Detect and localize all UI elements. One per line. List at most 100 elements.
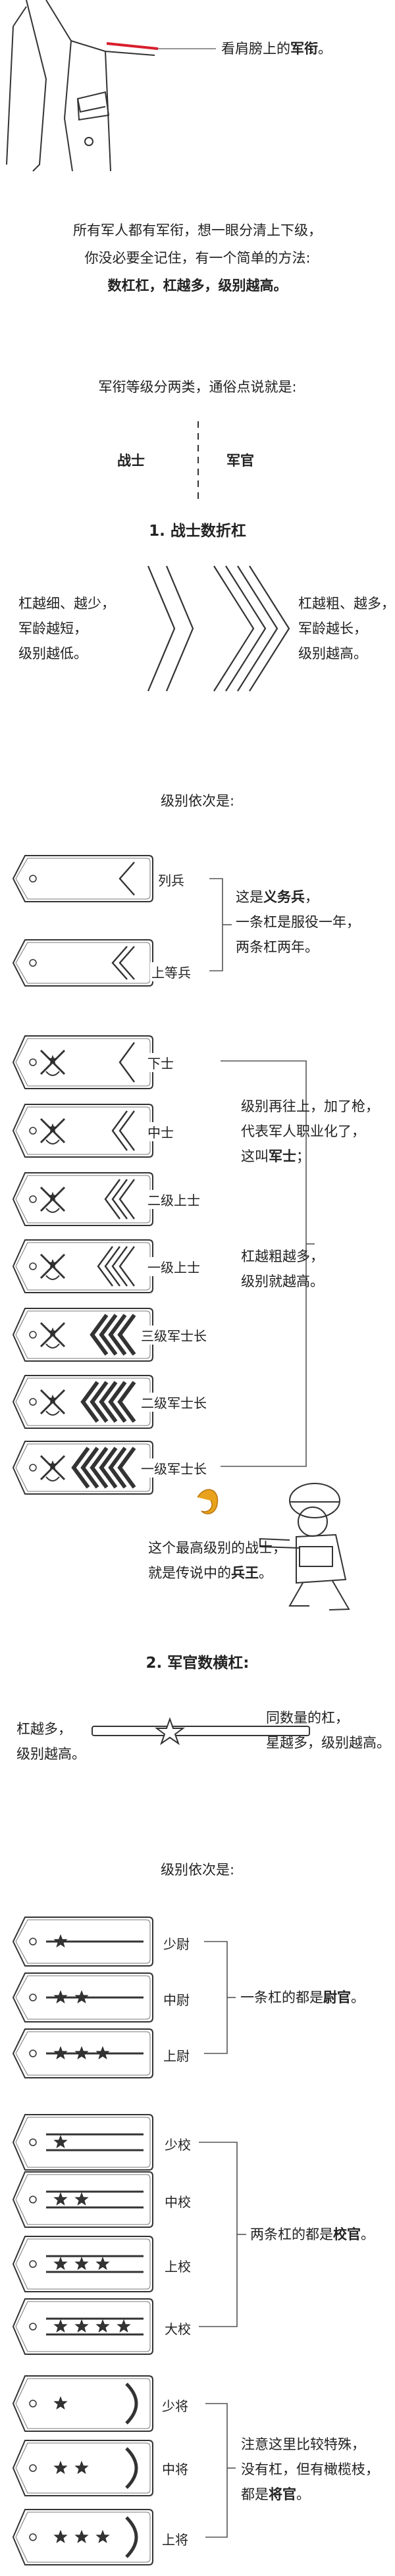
officer-bar-icon — [92, 1717, 310, 1745]
junior-note-suffix: 。 — [351, 1990, 365, 2005]
king-note-2-prefix: 就是传说中的 — [148, 1565, 231, 1581]
field-note: 两条杠的都是校官。 — [250, 2223, 375, 2246]
junior-note-prefix: 一条杠的都是 — [240, 1990, 323, 2005]
rank-label-corporal: 下士 — [146, 1053, 175, 1072]
rank-label-1st-lieutenant: 中尉 — [162, 1990, 191, 2009]
king-note-2-emph: 兵王 — [231, 1565, 259, 1581]
conscript-note-1-suffix: ， — [305, 889, 319, 905]
nco-note2-1: 杠越粗越多， — [241, 1249, 324, 1264]
section1-order-title: 级别依次是: — [160, 793, 235, 809]
conscript-note-2: 一条杠是服役一年， — [236, 914, 360, 930]
section2-left-note-1: 杠越多， — [16, 1721, 72, 1737]
section2-right-note-1: 同数量的杠， — [266, 1710, 349, 1726]
section1-right-note-3: 级别越高。 — [298, 646, 367, 661]
general-note-1: 注意这里比较特殊， — [241, 2436, 365, 2452]
nco-note1-3: 这叫军士； — [241, 1145, 310, 1168]
nco-note1-2: 代表军人职业化了， — [241, 1123, 365, 1139]
epaulette-nco-6 — [12, 1375, 153, 1429]
epaulette-nco-5 — [12, 1308, 153, 1362]
epaulette-senior-colonel — [12, 2298, 153, 2355]
epaulette-lt-general — [12, 2440, 153, 2496]
general-note-3-prefix: 都是 — [241, 2486, 269, 2502]
epaulette-nco-4 — [12, 1239, 153, 1293]
junior-bracket — [204, 1941, 228, 2054]
epaulette-group — [12, 855, 153, 2565]
rank-label-major: 少校 — [163, 2134, 192, 2153]
section1-right-note-1: 杠越粗、越多， — [298, 596, 395, 611]
field-note-emph: 校官 — [333, 2227, 361, 2242]
intro-line1: 所有军人都有军衔，想一眼分清上下级， — [73, 222, 322, 238]
intro-line2: 你没必要全记住，有一个简单的方法: — [84, 250, 311, 266]
field-note-prefix: 两条杠的都是 — [250, 2227, 333, 2242]
junior-note-emph: 尉官 — [323, 1990, 351, 2005]
rank-label-major-general: 少将 — [161, 2396, 190, 2415]
rank-label-colonel: 上校 — [163, 2256, 192, 2275]
epaulette-lt-colonel — [12, 2171, 153, 2228]
epaulette-private — [12, 855, 153, 902]
rank-label-general: 上将 — [161, 2529, 190, 2548]
general-note-2: 没有杠，但有橄榄枝， — [241, 2461, 379, 2477]
nco-note1-3-suffix: ； — [296, 1148, 310, 1164]
conscript-note-1-prefix: 这是 — [236, 889, 263, 905]
epaulette-general — [12, 2509, 153, 2565]
general-note-3: 都是将官。 — [241, 2483, 310, 2506]
epaulette-2nd-lieutenant — [12, 1917, 153, 1967]
nco-note1-3-prefix: 这叫 — [241, 1148, 269, 1164]
rank-label-captain: 上尉 — [162, 2046, 191, 2065]
nco-bracket — [221, 1060, 307, 1467]
king-note-2: 就是传说中的兵王。 — [148, 1562, 273, 1584]
section2-right-note-2: 星越多，级别越高。 — [266, 1735, 390, 1751]
epaulette-nco-3 — [12, 1172, 153, 1226]
section1-left-note-3: 级别越低。 — [18, 646, 88, 661]
rank-label-master-sergeant-1: 一级军士长 — [140, 1458, 208, 1478]
epaulette-nco-1 — [12, 1035, 153, 1089]
nco-note2-2: 级别就越高。 — [241, 1274, 324, 1289]
uniform-sketch — [6, 0, 155, 172]
general-note-3-emph: 将官 — [269, 2486, 296, 2502]
rank-label-2nd-lieutenant: 少尉 — [162, 1934, 191, 1953]
section2-order-title: 级别依次是: — [160, 1862, 235, 1878]
general-note-3-suffix: 。 — [296, 2486, 310, 2502]
epaulette-nco-2 — [12, 1104, 153, 1158]
top-callout: 看肩膀上的军衔。 — [221, 38, 332, 60]
intro-rule: 数杠杠，杠越多，级别越高。 — [107, 278, 288, 294]
general-bracket — [205, 2403, 228, 2538]
soldier-sketch — [259, 1483, 350, 1610]
section2-left-note-2: 级别越高。 — [16, 1746, 86, 1762]
section1-right-note-2: 军龄越长， — [298, 621, 367, 636]
category-officer: 军官 — [226, 453, 254, 469]
top-callout-suffix: 。 — [318, 41, 332, 57]
section1-left-note-1: 杠越细、越少， — [18, 596, 115, 611]
epaulette-nco-7 — [12, 1441, 153, 1495]
epaulette-pfc — [12, 939, 153, 987]
rank-label-private: 列兵 — [157, 870, 186, 889]
top-callout-prefix: 看肩膀上的 — [221, 41, 290, 57]
section1-title: 1. 战士数折杠 — [149, 523, 246, 540]
conscript-note-3: 两条杠两年。 — [236, 939, 319, 955]
chevron-thick-icon — [213, 565, 290, 692]
epaulette-captain — [12, 2028, 153, 2078]
epaulette-major — [12, 2114, 153, 2171]
rank-label-staff-sergeant: 二级上士 — [146, 1190, 201, 1209]
rank-label-master-sergeant-2: 二级军士长 — [140, 1393, 208, 1412]
king-note-2-suffix: 。 — [259, 1565, 273, 1581]
categories-intro: 军衔等级分两类，通俗点说就是: — [98, 379, 297, 395]
rank-label-senior-colonel: 大校 — [163, 2319, 192, 2338]
section1-left-note-2: 军龄越短， — [18, 621, 88, 636]
conscript-note-1-emph: 义务兵 — [263, 889, 305, 905]
conscript-bracket — [209, 878, 223, 971]
epaulette-colonel — [12, 2236, 153, 2292]
epaulette-major-general — [12, 2375, 153, 2432]
field-note-suffix: 。 — [361, 2227, 375, 2242]
section2-title: 2. 军官数横杠: — [145, 1655, 250, 1672]
rank-label-sergeant-first-class: 一级上士 — [146, 1257, 201, 1276]
king-note-1: 这个最高级别的战士， — [148, 1540, 286, 1556]
top-callout-emph: 军衔 — [290, 41, 318, 57]
field-bracket — [199, 2142, 238, 2327]
category-soldier: 战士 — [117, 453, 145, 469]
nco-note1-3-emph: 军士 — [269, 1148, 296, 1164]
rank-label-master-sergeant-3: 三级军士长 — [140, 1326, 208, 1345]
nco-note1-1: 级别再往上，加了枪， — [241, 1098, 379, 1114]
